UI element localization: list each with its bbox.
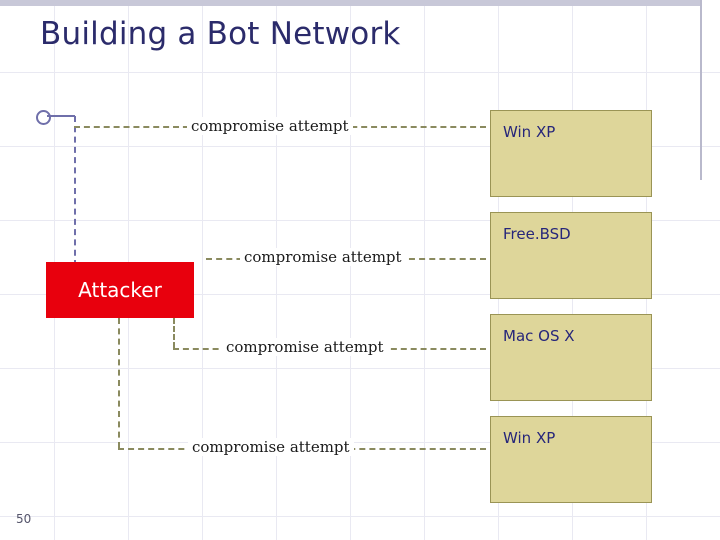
- page-number: 50: [16, 512, 32, 526]
- attacker-node-tick: [47, 115, 75, 117]
- link-label-1: compromise attempt: [187, 117, 353, 135]
- grid-line: [0, 294, 720, 295]
- target-label-1: Win XP: [503, 123, 556, 141]
- grid-line: [350, 0, 351, 540]
- attacker-spine-line: [74, 116, 76, 266]
- attacker-node-icon: [36, 110, 51, 125]
- grid-line: [276, 0, 277, 540]
- target-box-4[interactable]: Win XP: [490, 416, 652, 503]
- link-label-4: compromise attempt: [188, 438, 354, 456]
- link-drop-4: [118, 318, 120, 448]
- grid-line: [0, 146, 720, 147]
- target-box-3[interactable]: Mac OS X: [490, 314, 652, 401]
- page-title: Building a Bot Network: [40, 16, 401, 52]
- grid-line: [202, 0, 203, 540]
- grid-line: [0, 442, 720, 443]
- target-label-4: Win XP: [503, 429, 556, 447]
- grid-line: [0, 220, 720, 221]
- attacker-label: Attacker: [78, 278, 162, 302]
- grid-line: [424, 0, 425, 540]
- target-label-3: Mac OS X: [503, 327, 575, 345]
- grid-line: [0, 368, 720, 369]
- link-label-2: compromise attempt: [240, 248, 406, 266]
- target-label-2: Free.BSD: [503, 225, 571, 243]
- link-drop-3: [173, 318, 175, 348]
- right-accent-line: [700, 0, 702, 180]
- link-label-3: compromise attempt: [222, 338, 388, 356]
- grid-line: [0, 72, 720, 73]
- grid-line: [0, 516, 720, 517]
- target-box-2[interactable]: Free.BSD: [490, 212, 652, 299]
- attacker-box[interactable]: Attacker: [46, 262, 194, 318]
- top-edge-bar: [0, 0, 700, 6]
- target-box-1[interactable]: Win XP: [490, 110, 652, 197]
